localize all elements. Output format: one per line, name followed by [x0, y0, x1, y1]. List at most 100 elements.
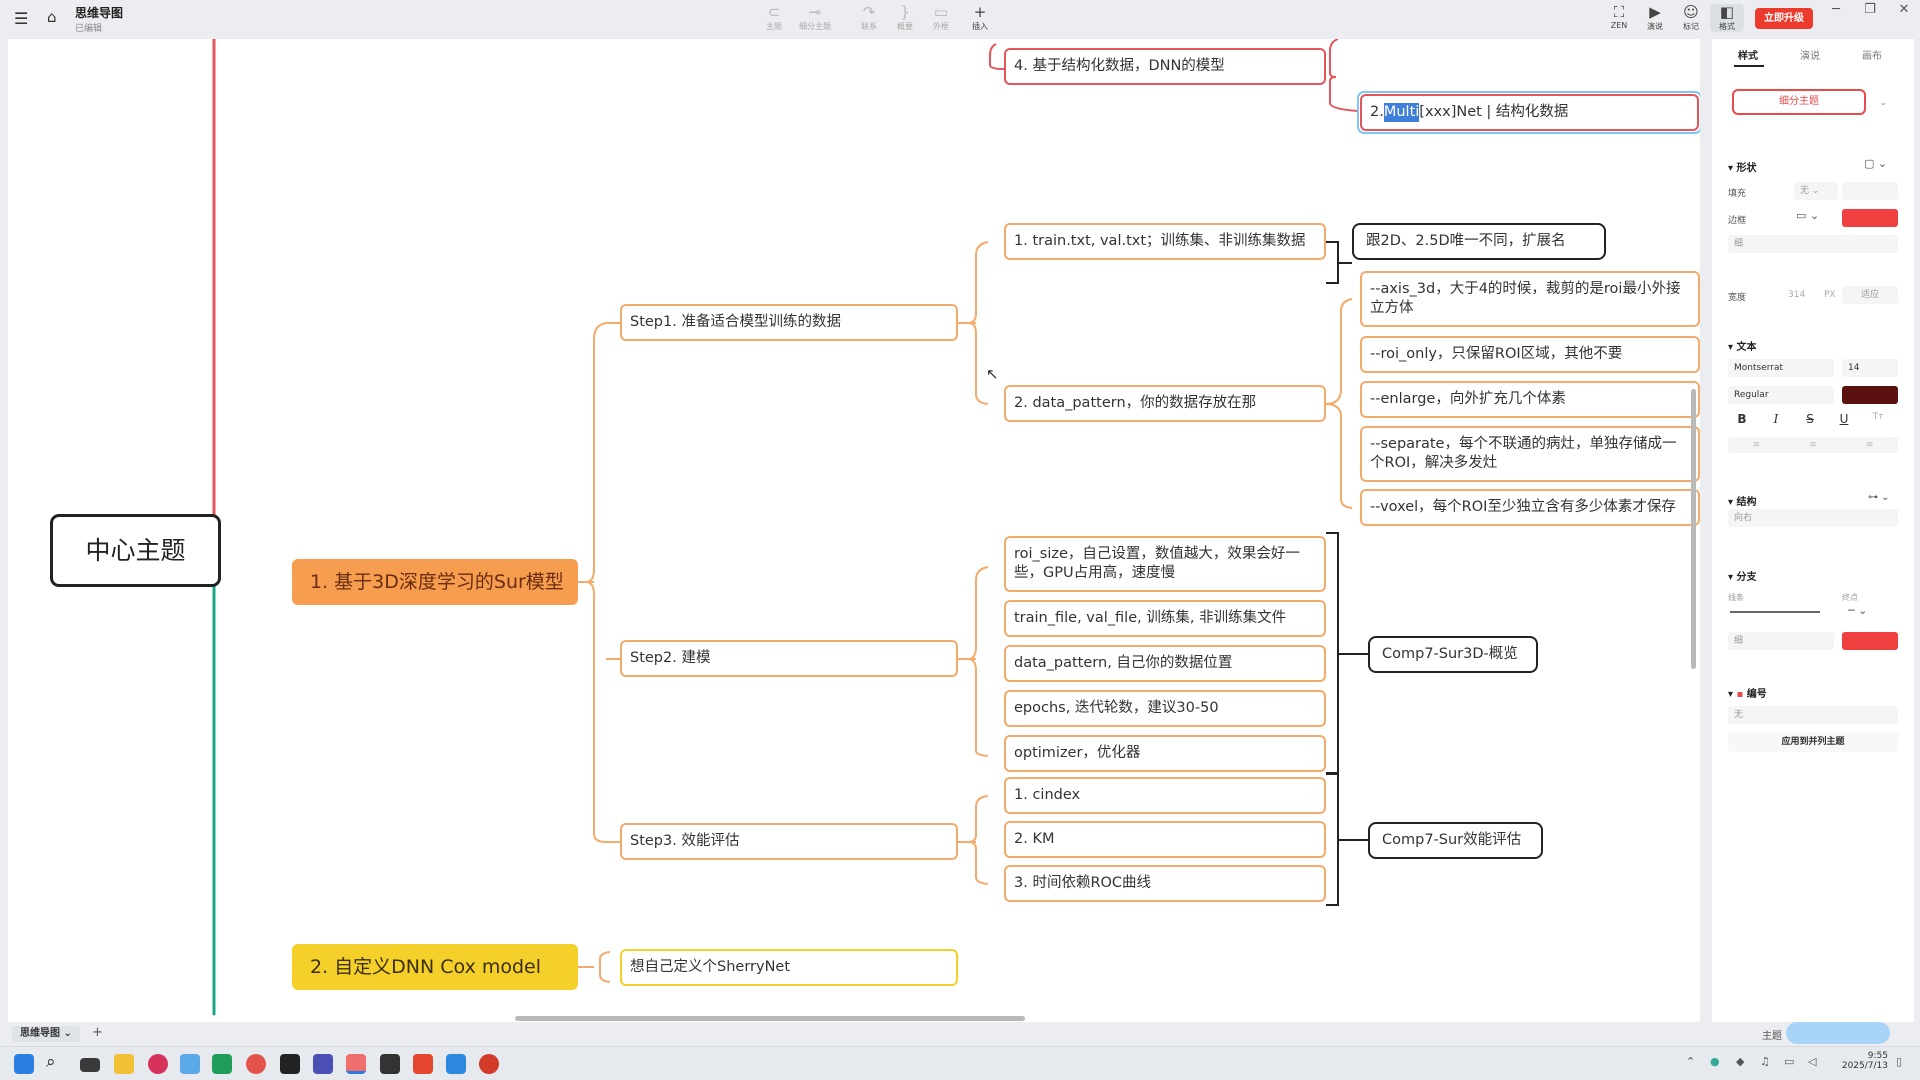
- marker-button[interactable]: ☺标记: [1674, 4, 1708, 32]
- shape-icon[interactable]: ▢ ⌄: [1864, 157, 1888, 170]
- section-shape[interactable]: ▾ 形状: [1728, 163, 1757, 174]
- vertical-scrollbar[interactable]: [1691, 389, 1696, 669]
- eval-km[interactable]: 2. KM: [1004, 821, 1326, 858]
- search-icon[interactable]: ⌕: [46, 1052, 56, 1072]
- app-icon-sky[interactable]: [446, 1054, 466, 1074]
- text-align-group[interactable]: ≡≡≡: [1728, 437, 1898, 453]
- font-family-select[interactable]: Montserrat: [1728, 359, 1834, 377]
- param-epochs[interactable]: epochs, 迭代轮数，建议30-50: [1004, 690, 1326, 727]
- topic-multinet-selected[interactable]: 2. Multi[xxx]Net | 结构化数据: [1360, 94, 1699, 131]
- param-data-pattern[interactable]: data_pattern, 自己你的数据位置: [1004, 645, 1326, 682]
- fill-color-swatch[interactable]: [1842, 182, 1898, 200]
- structure-select[interactable]: 向右: [1728, 509, 1898, 527]
- line-style-select[interactable]: [1730, 611, 1820, 613]
- eval-cindex[interactable]: 1. cindex: [1004, 777, 1326, 814]
- tray-chevron-icon[interactable]: ⌃: [1686, 1055, 1696, 1068]
- tray-mic-icon[interactable]: ♫: [1760, 1055, 1770, 1068]
- text-color-swatch[interactable]: [1842, 386, 1898, 404]
- toolbar-topic-button[interactable]: ⊂主题: [755, 4, 793, 32]
- menu-icon[interactable]: ☰: [14, 9, 29, 28]
- topic-structured-dnn[interactable]: 4. 基于结构化数据，DNN的模型: [1004, 48, 1326, 85]
- section-structure[interactable]: ▾ 结构: [1728, 497, 1757, 508]
- branch-sur-model[interactable]: 1. 基于3D深度学习的Sur模型: [292, 559, 578, 605]
- app-icon-pink[interactable]: [148, 1054, 168, 1074]
- option-enlarge[interactable]: --enlarge，向外扩充几个体素: [1360, 381, 1700, 418]
- app-icon-purple[interactable]: [313, 1054, 333, 1074]
- terminal-app-icon[interactable]: [280, 1054, 300, 1074]
- tray-display-icon[interactable]: ▭: [1784, 1055, 1795, 1068]
- fill-select[interactable]: 无 ⌄: [1794, 182, 1838, 200]
- border-color-swatch[interactable]: [1842, 209, 1898, 227]
- text-case-icon[interactable]: Tт: [1872, 412, 1884, 422]
- windows-start-icon[interactable]: [14, 1054, 34, 1074]
- fit-width-button[interactable]: 适应: [1842, 286, 1898, 304]
- toolbar-insert-button[interactable]: +插入: [961, 4, 999, 32]
- topic-train-txt[interactable]: 1. train.txt, val.txt；训练集、非训练集数据: [1004, 223, 1326, 260]
- numbering-select[interactable]: 无: [1728, 706, 1898, 724]
- restore-icon[interactable]: ❐: [1864, 2, 1876, 17]
- app-icon-red[interactable]: [413, 1054, 433, 1074]
- clock[interactable]: 9:55 2025/7/13: [1838, 1051, 1888, 1071]
- upgrade-button[interactable]: 立即升级: [1755, 8, 1813, 29]
- italic-icon[interactable]: I: [1773, 412, 1779, 426]
- summary-comp-eval[interactable]: Comp7-Sur效能评估: [1368, 822, 1543, 859]
- strikethrough-icon[interactable]: S: [1806, 412, 1814, 426]
- sheet-tab[interactable]: 思维导图 ⌄: [12, 1026, 80, 1042]
- chevron-down-icon[interactable]: ⌄: [1880, 98, 1887, 107]
- add-sheet-icon[interactable]: +: [92, 1025, 103, 1040]
- toolbar-boundary-button[interactable]: ▭外框: [922, 4, 960, 32]
- branch-dnn-cox[interactable]: 2. 自定义DNN Cox model: [292, 944, 578, 990]
- line-end-select[interactable]: ─ ⌄: [1848, 604, 1868, 617]
- summary-comp-overview[interactable]: Comp7-Sur3D-概览: [1368, 636, 1538, 673]
- home-icon[interactable]: ⌂: [47, 8, 57, 26]
- tray-network-icon[interactable]: ◆: [1736, 1055, 1745, 1068]
- section-text[interactable]: ▾ 文本: [1728, 342, 1757, 353]
- branch-weight-select[interactable]: 细: [1728, 632, 1834, 650]
- mindmap-canvas[interactable]: 中心主题 1. 基于3D深度学习的Sur模型 2. 自定义DNN Cox mod…: [8, 39, 1700, 1022]
- subtopic-style-button[interactable]: 细分主题: [1732, 89, 1866, 115]
- pitch-button[interactable]: ▶演说: [1638, 4, 1672, 32]
- toolbar-summary-button[interactable]: }概要: [886, 4, 924, 32]
- file-explorer-icon[interactable]: [114, 1054, 134, 1074]
- mindmap-app-icon[interactable]: [346, 1054, 366, 1074]
- param-roi-size[interactable]: roi_size，自己设置，数值越大，效果会好一些，GPU占用高，速度慢: [1004, 536, 1326, 592]
- option-axis-3d[interactable]: --axis_3d，大于4的时候，裁剪的是roi最小外接立方体: [1360, 271, 1700, 327]
- document-title[interactable]: 思维导图: [75, 6, 124, 20]
- task-view-icon[interactable]: [80, 1058, 100, 1072]
- minimize-icon[interactable]: ─: [1832, 2, 1840, 17]
- param-train-file[interactable]: train_file, val_file, 训练集, 非训练集文件: [1004, 600, 1326, 637]
- central-topic[interactable]: 中心主题: [50, 514, 221, 587]
- underline-icon[interactable]: U: [1839, 412, 1849, 426]
- section-numbering[interactable]: ▾ ▪ 编号: [1728, 689, 1767, 700]
- branch-color-swatch[interactable]: [1842, 632, 1898, 650]
- close-icon[interactable]: ✕: [1898, 2, 1910, 17]
- font-size-select[interactable]: 14: [1842, 359, 1898, 377]
- topic-sherrynet[interactable]: 想自己定义个SherryNet: [620, 949, 958, 986]
- tab-style[interactable]: 样式: [1738, 51, 1758, 62]
- note-2d-difference[interactable]: 跟2D、2.5D唯一不同，扩展名: [1352, 223, 1606, 260]
- horizontal-scrollbar[interactable]: [515, 1016, 1025, 1021]
- topic-step3[interactable]: Step3. 效能评估: [620, 823, 958, 860]
- option-voxel[interactable]: --voxel，每个ROI至少独立含有多少体素才保存: [1360, 489, 1700, 526]
- zen-button[interactable]: ⛶ZEN: [1602, 4, 1636, 31]
- topic-data-pattern[interactable]: 2. data_pattern，你的数据存放在那: [1004, 385, 1326, 422]
- border-weight-select[interactable]: 细: [1728, 235, 1898, 253]
- tab-canvas[interactable]: 画布: [1862, 51, 1882, 62]
- eval-roc[interactable]: 3. 时间依赖ROC曲线: [1004, 865, 1326, 902]
- notification-icon[interactable]: ▯: [1896, 1055, 1903, 1068]
- option-roi-only[interactable]: --roi_only，只保留ROI区域，其他不要: [1360, 336, 1700, 373]
- console-icon[interactable]: [380, 1054, 400, 1074]
- section-branch[interactable]: ▾ 分支: [1728, 572, 1757, 583]
- border-style-icon[interactable]: ▭ ⌄: [1796, 209, 1820, 222]
- tray-volume-icon[interactable]: ◁: [1808, 1055, 1817, 1068]
- app-icon-blue[interactable]: [180, 1054, 200, 1074]
- bold-icon[interactable]: B: [1737, 412, 1747, 426]
- structure-icon[interactable]: ⊶ ⌄: [1868, 492, 1890, 503]
- format-panel-button[interactable]: ◧格式: [1710, 4, 1744, 32]
- font-style-select[interactable]: Regular: [1728, 386, 1834, 404]
- toolbar-subtopic-button[interactable]: ⊸细分主题: [796, 4, 834, 32]
- tray-app-icon[interactable]: ●: [1710, 1055, 1720, 1068]
- topic-step2[interactable]: Step2. 建模: [620, 640, 958, 677]
- app-icon-crimson[interactable]: [479, 1054, 499, 1074]
- chrome-icon[interactable]: [246, 1054, 266, 1074]
